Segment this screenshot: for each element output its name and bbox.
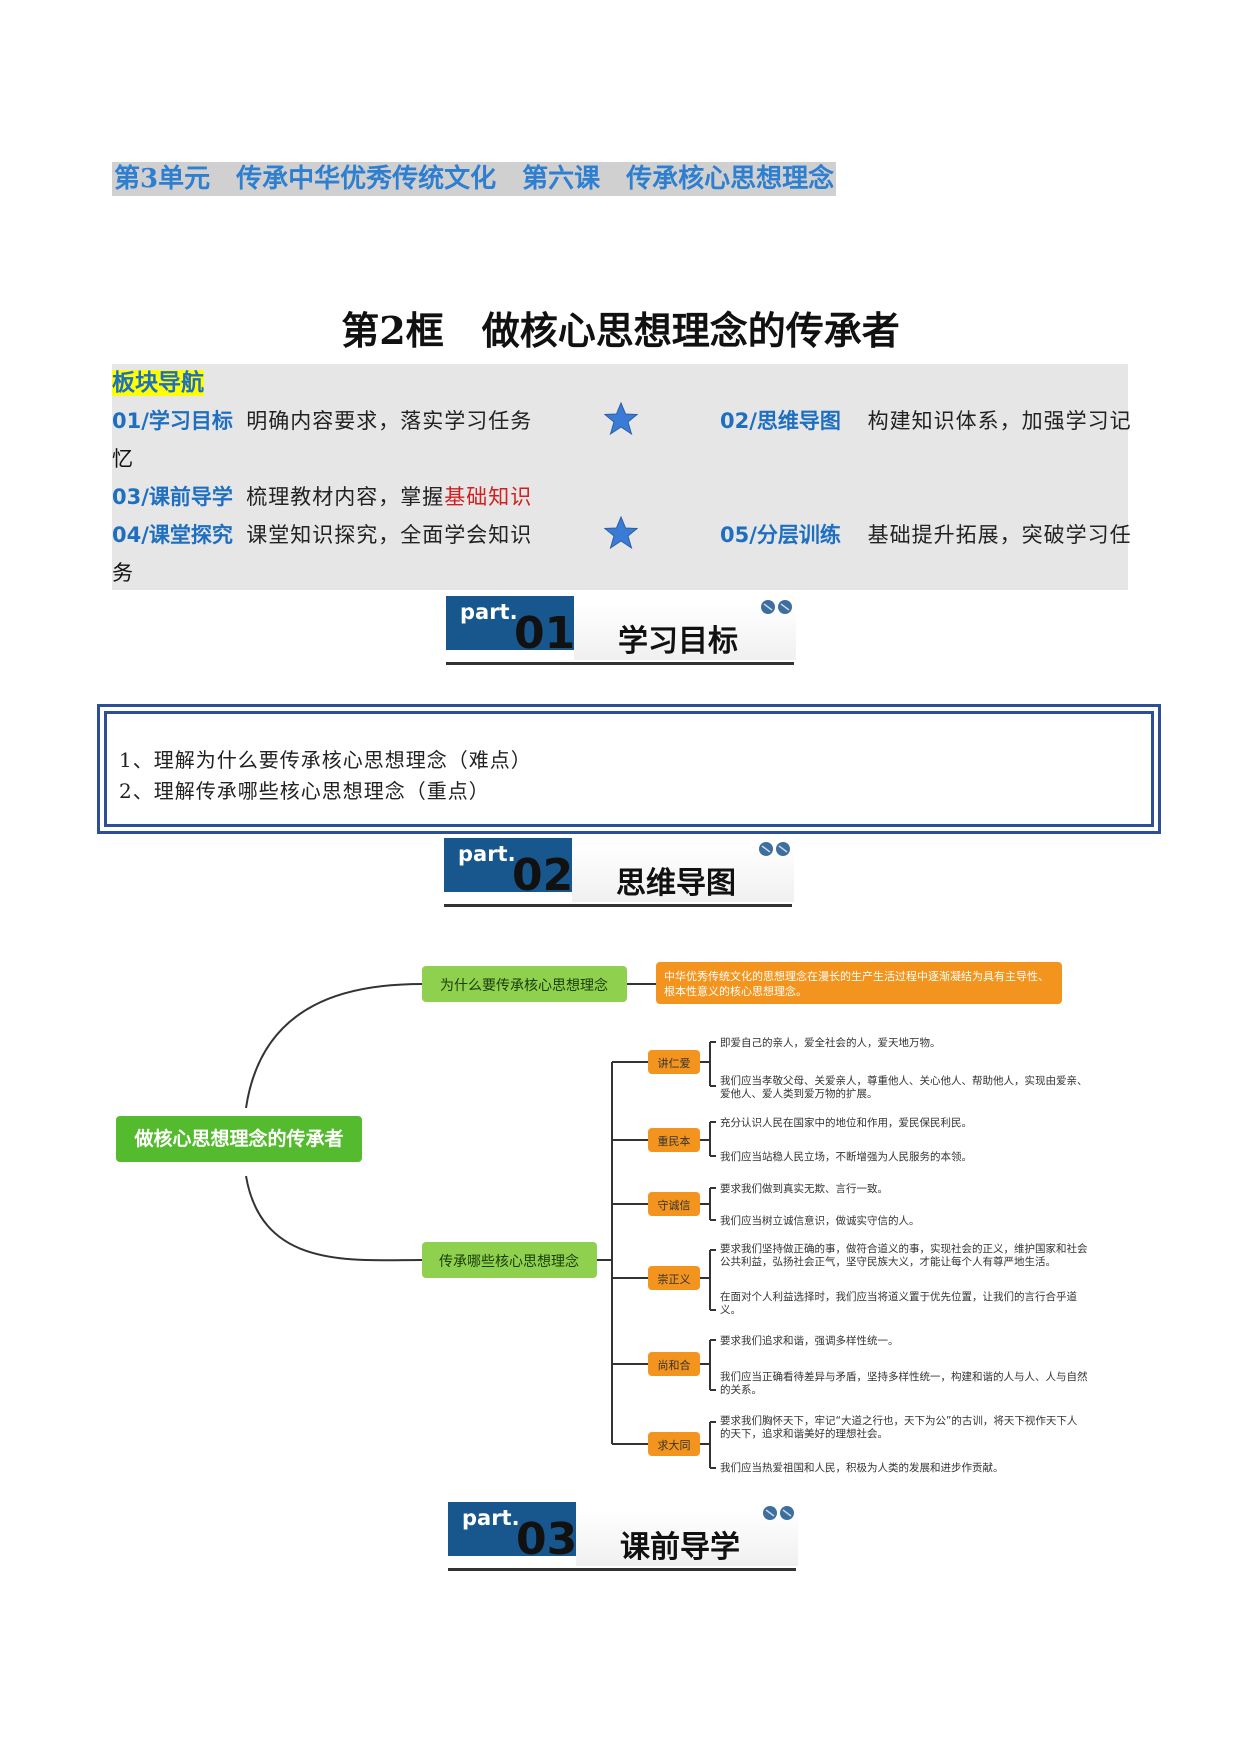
nav-item-03[interactable]: 03/课前导学 梳理教材内容，掌握基础知识 [112,485,533,509]
unit-title: 传承中华优秀传统文化 [236,164,497,194]
mindmap-root [116,1116,362,1162]
header-gap [600,164,626,194]
branch-why-note-line: 中华优秀传统文化的思想理念在漫长的生产生活过程中逐渐凝结为具有主导性、 [664,969,1049,983]
branch-why-note-line: 根本性意义的核心思想理念。 [664,984,807,998]
value-leaf: 的关系。 [720,1383,762,1396]
branch-which [422,1242,597,1278]
part-number: 01 [514,608,576,659]
part-tab [444,838,572,892]
value-node-label: 崇正义 [658,1273,691,1286]
branch-why-note [656,962,1062,1004]
nav-item-04[interactable]: 04/课堂探究 课堂知识探究，全面学会知识 [112,523,533,547]
objective-item: 1、理解为什么要传承核心思想理念（难点） [119,748,532,772]
value-leaf: 在面对个人利益选择时，我们应当将道义置于优先位置，让我们的言行合乎道 [720,1290,1077,1303]
banner-underline [448,1568,796,1571]
value-leaf: 我们应当正确看待差异与矛盾，坚持多样性统一，构建和谐的人与人、人与自然 [720,1370,1088,1383]
branch-which-label: 传承哪些核心思想理念 [439,1253,579,1270]
value-leaf: 即爱自己的亲人，爱全社会的人，爱天地万物。 [720,1036,941,1049]
value-node-chengxin: 守诚信 要求我们做到真实无欺、言行一致。 我们应当树立诚信意识，做诚实守信的人。 [648,1182,920,1227]
lesson-title-header: 传承核心思想理念 [626,164,835,194]
value-leaf: 的天下，追求和谐美好的理想社会。 [720,1427,888,1440]
decor-dots-icon [761,600,792,614]
part-tag: part. [458,842,516,866]
value-node-hehe: 尚和合 要求我们追求和谐，强调多样性统一。 我们应当正确看待差异与矛盾，坚持多样… [648,1334,1088,1396]
value-node-label: 守诚信 [658,1198,691,1212]
page-title: 第2框 做核心思想理念的传承者 [341,308,900,353]
nav-heading: 板块导航 [112,364,204,402]
part-label: 课前导学 [620,1530,740,1565]
part-tab [448,1502,576,1556]
value-node-label: 求大同 [658,1438,691,1452]
branch-why-label: 为什么要传承核心思想理念 [440,977,608,994]
value-leaf: 爱他人、爱人类到爱万物的扩展。 [720,1087,878,1100]
objectives-box: 1、理解为什么要传承核心思想理念（难点） 2、理解传承哪些核心思想理念（重点） [97,704,1161,834]
part-tab [446,596,574,650]
nav-item-05[interactable]: 05/分层训练 基础提升拓展，突破学习任 [720,523,1132,547]
banner-shade [574,604,796,660]
header-gap [210,164,236,194]
part-number: 03 [516,1514,578,1565]
star-icon [604,516,638,550]
value-leaf: 我们应当树立诚信意识，做诚实守信的人。 [720,1214,920,1227]
part-02-banner: part. 02 思维导图 [444,838,794,908]
value-leaf: 我们应当站稳人民立场，不断增强为人民服务的本领。 [720,1150,972,1163]
value-node-datong: 求大同 要求我们胸怀天下，牢记“大道之行也，天下为公”的古训，将天下视作天下人 … [648,1414,1078,1474]
value-leaf: 要求我们做到真实无欺、言行一致。 [720,1182,888,1195]
nav-heading-text: 板块导航 [112,370,204,396]
part-label: 思维导图 [616,866,736,901]
mind-map: 做核心思想理念的传承者 为什么要传承核心思想理念 中华优秀传统文化的思想理念在漫… [116,962,1088,1474]
part-number: 02 [512,850,574,901]
objective-item: 2、理解传承哪些核心思想理念（重点） [119,779,490,803]
nav-item-02[interactable]: 02/思维导图 构建知识体系，加强学习记 [720,409,1132,433]
value-node-zhengyi: 崇正义 要求我们坚持做正确的事，做符合道义的事，实现社会的正义，维护国家和社会 … [648,1242,1088,1316]
value-node-minben: 重民本 充分认识人民在国家中的地位和作用，爱民保民利民。 我们应当站稳人民立场，… [648,1116,972,1163]
part-label: 学习目标 [618,624,738,659]
branch-why [422,966,627,1002]
value-node-label: 讲仁爱 [658,1056,691,1070]
value-leaf: 要求我们胸怀天下，牢记“大道之行也，天下为公”的古训，将天下视作天下人 [720,1414,1078,1427]
part-03-banner: part. 03 课前导学 [448,1502,798,1572]
star-icon [604,402,638,436]
value-node-label: 尚和合 [658,1358,691,1372]
nav-wrap-text: 务 [112,561,133,585]
section-navigation: 板块导航 01/学习目标 明确内容要求，落实学习任务 02/思维导图 构建知识体… [112,364,1131,590]
decor-dots-icon [759,842,790,856]
banner-underline [444,904,792,907]
part-01-banner: part. 01 学习目标 [446,596,796,666]
value-node-renai: 讲仁爱 即爱自己的亲人，爱全社会的人，爱天地万物。 我们应当孝敬父母、关爱亲人，… [648,1036,1088,1100]
banner-underline [446,662,794,665]
value-leaf: 我们应当孝敬父母、关爱亲人，尊重他人、关心他人、帮助他人，实现由爱亲、 [720,1074,1088,1087]
value-leaf: 我们应当热爱祖国和人民，积极为人类的发展和进步作贡献。 [720,1461,1004,1474]
unit-label: 第3单元 [114,164,211,194]
value-leaf: 公共利益，弘扬社会正气，坚守民族大义，才能让每个人有尊严地生活。 [720,1255,1056,1268]
unit-header: 第3单元 传承中华优秀传统文化 第六课 传承核心思想理念 [112,162,837,196]
value-leaf: 要求我们追求和谐，强调多样性统一。 [720,1334,899,1347]
decor-dots-icon [763,1506,794,1520]
mindmap-connectors [245,983,716,1469]
nav-wrap-text: 忆 [112,447,133,471]
value-leaf: 要求我们坚持做正确的事，做符合道义的事，实现社会的正义，维护国家和社会 [720,1242,1088,1255]
objectives-inner: 1、理解为什么要传承核心思想理念（难点） 2、理解传承哪些核心思想理念（重点） [104,711,1154,827]
value-leaf: 义。 [720,1304,741,1316]
lesson-label: 第六课 [522,164,601,194]
nav-item-01[interactable]: 01/学习目标 明确内容要求，落实学习任务 [112,409,533,433]
part-tag: part. [462,1506,520,1530]
header-gap [496,164,522,194]
banner-shade [576,1510,798,1566]
banner-shade [572,846,794,902]
part-tag: part. [460,600,518,624]
value-node-label: 重民本 [658,1134,691,1148]
value-leaf: 充分认识人民在国家中的地位和作用，爱民保民利民。 [720,1116,972,1129]
mindmap-root-label: 做核心思想理念的传承者 [133,1127,343,1150]
